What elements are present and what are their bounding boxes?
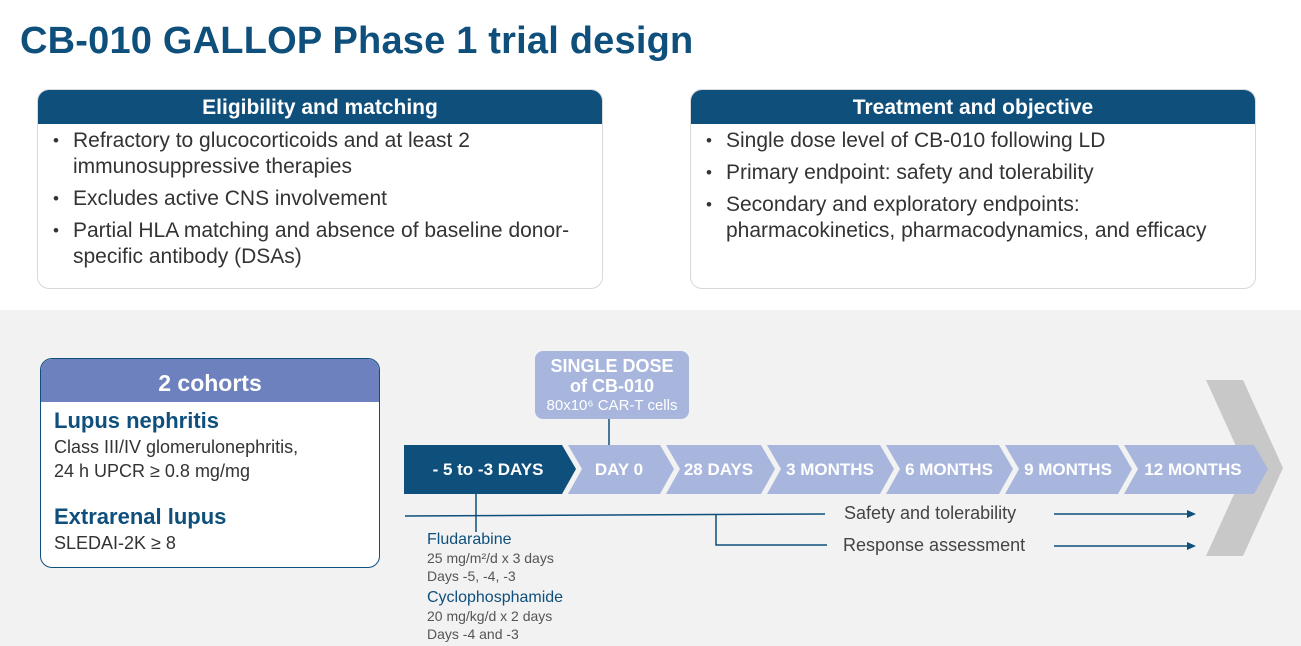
dose-title: SINGLE DOSE — [550, 356, 674, 376]
fludarabine-name: Fludarabine — [427, 531, 512, 548]
cohort-lupus-nephritis: Lupus nephritis — [54, 408, 219, 433]
timeline-segment-day0 — [568, 445, 674, 494]
eligibility-card: Eligibility and matching Refractory to g… — [37, 89, 603, 289]
segment-label-9months: 9 MONTHS — [1024, 460, 1112, 479]
cohorts-card: 2 cohorts Lupus nephritis Class III/IV g… — [40, 358, 380, 568]
fludarabine-block: Fludarabine 25 mg/m²/d x 3 days Days -5,… — [427, 530, 554, 585]
timeline-segment-12months — [1124, 445, 1268, 494]
eligibility-item: Partial HLA matching and absence of base… — [38, 218, 602, 270]
single-dose-box: SINGLE DOSE of CB-010 80x10⁶ CAR-T cells — [535, 351, 689, 419]
page-title: CB-010 GALLOP Phase 1 trial design — [20, 20, 694, 62]
safety-line — [404, 513, 826, 517]
segment-label-3months: 3 MONTHS — [786, 460, 874, 479]
dose-amount: 80x10⁶ CAR-T cells — [546, 397, 678, 414]
fludarabine-days: Days -5, -4, -3 — [427, 568, 516, 584]
cohort-lupus-nephritis-criteria-1: Class III/IV glomerulonephritis, — [54, 437, 299, 457]
dose-subtitle: of CB-010 — [569, 376, 654, 396]
cyclophosphamide-block: Cyclophosphamide 20 mg/kg/d x 2 days Day… — [427, 588, 563, 643]
segment-label-day0: DAY 0 — [594, 460, 644, 479]
timeline-segment-3months — [767, 445, 894, 494]
segment-label-28days: 28 DAYS — [683, 460, 754, 479]
segment-label-ld: - 5 to -3 DAYS — [432, 460, 544, 479]
fludarabine-dose: 25 mg/m²/d x 3 days — [427, 550, 554, 566]
eligibility-item: Refractory to glucocorticoids and at lea… — [38, 128, 602, 180]
timeline-segment-28days — [666, 445, 775, 494]
safety-arrowhead — [1187, 510, 1196, 518]
treatment-item: Primary endpoint: safety and tolerabilit… — [691, 160, 1255, 186]
cohort-extrarenal-lupus: Extrarenal lupus — [54, 504, 227, 529]
eligibility-list: Refractory to glucocorticoids and at lea… — [38, 124, 602, 270]
eligibility-header: Eligibility and matching — [38, 90, 602, 124]
segment-label-12months: 12 MONTHS — [1144, 460, 1242, 479]
response-connector — [715, 514, 827, 546]
safety-label: Safety and tolerability — [844, 503, 1017, 523]
end-chevron — [1206, 380, 1283, 556]
treatment-card: Treatment and objective Single dose leve… — [690, 89, 1256, 289]
segment-label-6months: 6 MONTHS — [905, 460, 993, 479]
cohort-lupus-nephritis-criteria-2: 24 h UPCR ≥ 0.8 mg/mg — [54, 461, 250, 481]
cyclophosphamide-name: Cyclophosphamide — [427, 589, 564, 606]
timeline-segment-9months — [1005, 445, 1132, 494]
cyclophosphamide-days: Days -4 and -3 — [427, 626, 519, 642]
treatment-header: Treatment and objective — [691, 90, 1255, 124]
treatment-item: Secondary and exploratory endpoints: pha… — [691, 192, 1255, 244]
cohort-extrarenal-criteria: SLEDAI-2K ≥ 8 — [54, 533, 176, 553]
response-arrowhead — [1187, 542, 1196, 550]
treatment-item: Single dose level of CB-010 following LD — [691, 128, 1255, 154]
cyclophosphamide-dose: 20 mg/kg/d x 2 days — [427, 608, 553, 624]
cohorts-header: 2 cohorts — [41, 359, 379, 402]
response-label: Response assessment — [843, 535, 1026, 555]
timeline-segment-ld — [404, 445, 576, 494]
timeline-segment-6months — [886, 445, 1013, 494]
treatment-list: Single dose level of CB-010 following LD… — [691, 124, 1255, 244]
eligibility-item: Excludes active CNS involvement — [38, 186, 602, 212]
